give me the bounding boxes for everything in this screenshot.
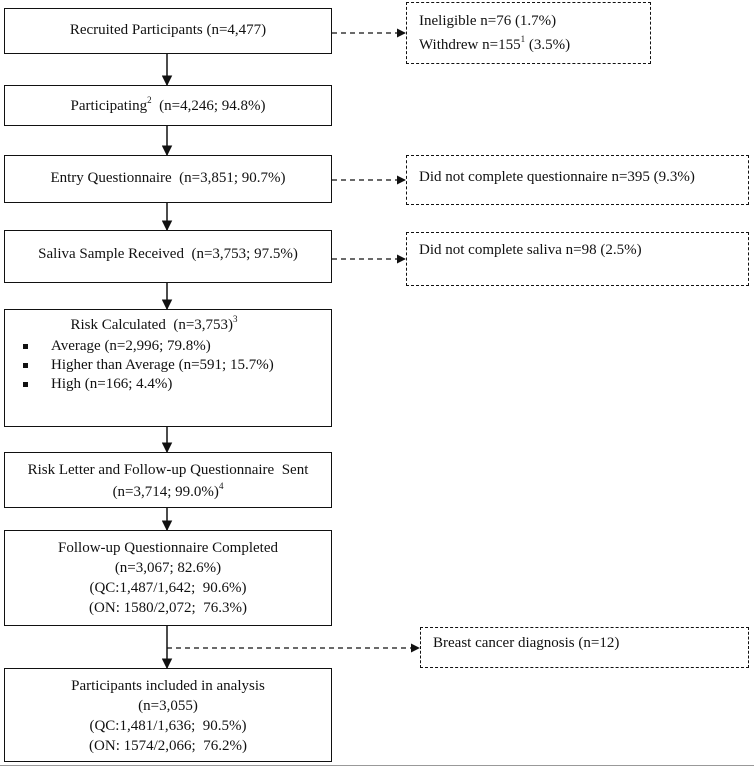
bullet-marker [23,363,28,368]
entry-label: Entry Questionnaire (n=3,851; 90.7%) [50,170,286,186]
box-risk-letter: Risk Letter and Follow-up Questionnaire … [4,452,332,508]
box-entry-questionnaire: Entry Questionnaire (n=3,851; 90.7%) [4,155,332,203]
analysis-line4: (ON: 1574/2,066; 76.2%) [89,738,247,754]
box-no-questionnaire: Did not complete questionnaire n=395 (9.… [406,155,749,205]
participating-footnote: 2 [147,95,152,105]
analysis-line1: Participants included in analysis [71,678,265,694]
risk-item-high: High (n=166; 4.4%) [23,375,331,394]
analysis-line3: (QC:1,481/1,636; 90.5%) [89,718,247,734]
box-recruited-participants: Recruited Participants (n=4,477) [4,8,332,54]
followup-line1: Follow-up Questionnaire Completed [58,540,278,556]
bullet-marker [23,344,28,349]
box-followup-completed: Follow-up Questionnaire Completed (n=3,0… [4,530,332,626]
risk-label: Risk Calculated (n=3,753) [70,317,234,333]
participating-counts: (n=4,246; 94.8%) [151,98,266,114]
letter-line1: Risk Letter and Follow-up Questionnaire … [27,462,309,478]
followup-line3: (QC:1,487/1,642; 90.6%) [89,580,247,596]
ineligible-text: Ineligible n=76 (1.7%) [419,13,557,29]
recruited-label: Recruited Participants (n=4,477) [69,22,267,38]
box-saliva-sample: Saliva Sample Received (n=3,753; 97.5%) [4,230,332,283]
box-no-saliva: Did not complete saliva n=98 (2.5%) [406,232,749,286]
no-saliva-text: Did not complete saliva n=98 (2.5%) [419,242,642,258]
risk-footnote: 3 [233,314,238,324]
bottom-divider [0,765,754,766]
box-included-in-analysis: Participants included in analysis (n=3,0… [4,668,332,762]
participating-label: Participating [70,98,148,114]
followup-line4: (ON: 1580/2,072; 76.3%) [89,600,247,616]
withdrew-percent: (3.5%) [525,37,571,53]
box-participating: Participating2 (n=4,246; 94.8%) [4,85,332,126]
box-exclusions: Ineligible n=76 (1.7%) Withdrew n=1551 (… [406,2,651,64]
risk-item-higher: Higher than Average (n=591; 15.7%) [23,356,331,375]
letter-line2: (n=3,714; 99.0%) [112,484,219,500]
bullet-marker [23,382,28,387]
risk-category-list: Average (n=2,996; 79.8%) Higher than Ave… [5,337,331,394]
box-risk-calculated: Risk Calculated (n=3,753)3 Average (n=2,… [4,309,332,427]
letter-footnote: 4 [218,481,224,491]
withdrew-text: Withdrew n=155 [419,37,521,53]
withdrew-footnote: 1 [520,34,526,44]
followup-line2: (n=3,067; 82.6%) [114,560,222,576]
analysis-line2: (n=3,055) [138,698,198,714]
risk-item-average: Average (n=2,996; 79.8%) [23,337,331,356]
no-questionnaire-text: Did not complete questionnaire n=395 (9.… [419,169,695,185]
cancer-text: Breast cancer diagnosis (n=12) [433,635,620,651]
box-breast-cancer: Breast cancer diagnosis (n=12) [420,627,749,668]
saliva-label: Saliva Sample Received (n=3,753; 97.5%) [38,246,298,262]
